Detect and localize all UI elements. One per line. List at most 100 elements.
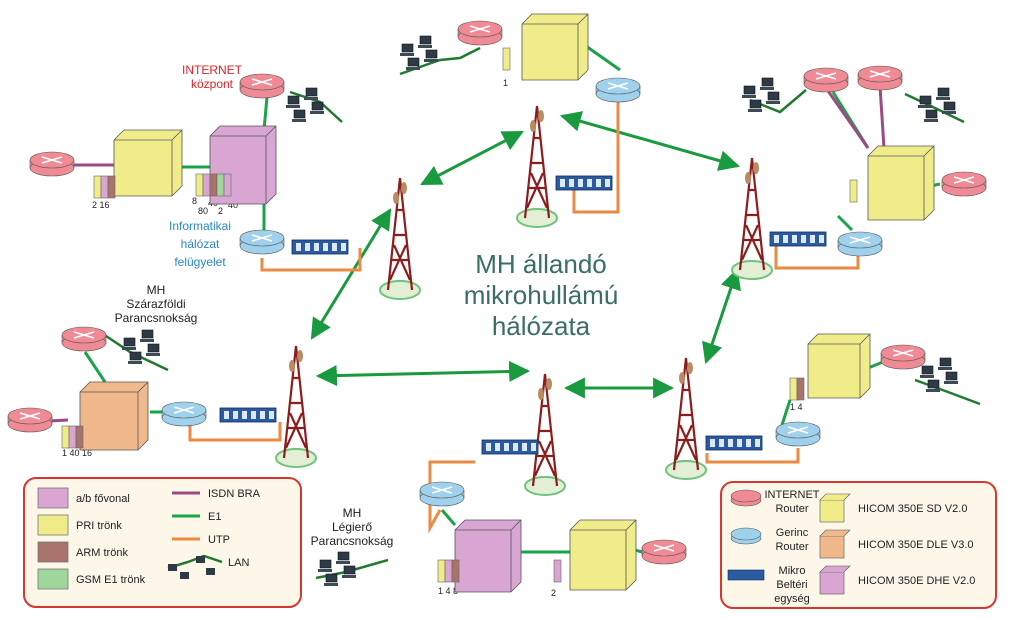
legend-card-label-2: PRI trönk <box>76 520 122 532</box>
legend-card-label-1: a/b fővonal <box>76 493 130 505</box>
legend-device-label-3-1: Mikro <box>779 565 806 577</box>
microwave-links <box>310 111 741 399</box>
microwave-tower-2 <box>516 105 558 228</box>
internet-router-right <box>941 171 987 197</box>
land-command-label-2: Szárazföldi <box>126 297 185 311</box>
ltc-port-label-1: 8 <box>192 196 197 206</box>
legend-pbx-label-2: HICOM 350E DLE V3.0 <box>858 539 974 551</box>
internet-router-top-right-1 <box>803 67 849 93</box>
cards-bottom-2 <box>553 559 562 583</box>
pbx-bottom <box>454 519 522 593</box>
internet-center-label-1: INTERNET <box>182 63 243 77</box>
legend-device-label-2-2: Router <box>775 541 808 553</box>
legend-line-2: E1 <box>172 511 221 523</box>
top-port-label: 1 <box>503 78 508 88</box>
it-monitoring-label-1: Informatikai <box>169 219 231 233</box>
air-command-label-2: Légierő <box>332 520 372 534</box>
air-command-label-3: Parancsnokság <box>311 534 394 548</box>
microwave-tower-6 <box>665 357 707 480</box>
legend-device-1: INTERNET Router <box>730 489 820 515</box>
lan-top-left <box>286 87 324 122</box>
lan-right <box>918 87 956 122</box>
title-line-3: hálózata <box>492 311 591 341</box>
internet-router-top-left <box>239 73 285 99</box>
internet-center-label-2: központ <box>191 77 234 91</box>
devices <box>7 13 987 593</box>
title-line-1: MH állandó <box>475 249 607 279</box>
legend-device-label-3-2: Beltéri <box>776 579 807 591</box>
indoor-unit-bottom <box>481 439 539 455</box>
legend-left-box <box>23 477 302 608</box>
backbone-router-mid-right <box>775 421 821 447</box>
microwave-tower-4 <box>275 345 317 468</box>
site-labels: INTERNET központ Informatikai hálózat fe… <box>115 63 394 548</box>
indoor-unit-it <box>291 239 349 255</box>
ltc-port-label-4: 2 <box>218 206 223 216</box>
pbx-mid-right <box>807 333 871 399</box>
legend-line-label-3: UTP <box>208 534 230 546</box>
legend-pbx-label-3: HICOM 350E DHE V2.0 <box>858 575 975 587</box>
microwave-tower-3 <box>731 157 773 280</box>
cards-right <box>849 179 858 203</box>
pbx-right <box>867 145 935 221</box>
title-line-2: mikrohullámú <box>464 280 619 310</box>
legend-card-4: GSM E1 trönk <box>37 568 146 590</box>
legend-device-label-2-1: Gerinc <box>776 527 809 539</box>
pbx-top <box>521 13 589 81</box>
legend-line-label-2: E1 <box>208 511 221 523</box>
legend-line-label-1: ISDN BRA <box>208 488 261 500</box>
internet-router-top-right-2 <box>857 65 903 91</box>
link-right <box>702 268 741 364</box>
bottom-port-label: 1 4 8 <box>438 586 458 596</box>
lan-top <box>400 35 438 70</box>
microwave-tower-5 <box>524 373 566 496</box>
backbone-router-bottom <box>419 481 465 507</box>
lan-mid-right <box>920 357 958 392</box>
cards-land <box>61 425 84 449</box>
legend-device-label-1-1: INTERNET <box>765 489 820 501</box>
legend-line-1: ISDN BRA <box>172 488 261 500</box>
legend-line-label-4: LAN <box>228 557 249 569</box>
lcs-port-label: 2 16 <box>92 200 110 210</box>
ltc-port-label-2: 80 <box>198 206 208 216</box>
internet-router-top <box>457 20 503 46</box>
legend-right-items: INTERNETRouterGerincRouterMikroBeltérieg… <box>727 489 975 605</box>
link-top-left <box>420 130 524 186</box>
link-middle-left <box>315 360 531 387</box>
ltc-port-label-5: 40 <box>228 200 238 210</box>
legend-device-label-3-3: egység <box>774 593 809 605</box>
cards-bottom <box>437 559 460 583</box>
cards-it <box>195 173 232 197</box>
microwave-tower-1 <box>379 177 421 300</box>
internet-router-left <box>29 151 75 177</box>
pbx-land <box>79 381 149 451</box>
legend-card-label-4: GSM E1 trönk <box>76 574 146 586</box>
legend-right-box <box>720 481 997 609</box>
pbx-left <box>113 129 183 197</box>
link-top-right <box>559 111 741 171</box>
legend-right: INTERNETRouterGerincRouterMikroBeltérieg… <box>720 481 997 609</box>
legend-card-3: ARM trönk <box>37 541 128 563</box>
bottom-c-port-label: 2 <box>551 588 556 598</box>
legend-pbx-1: HICOM 350E SD V2.0 <box>819 493 967 523</box>
towers <box>275 105 773 496</box>
legend-pbx-3: HICOM 350E DHE V2.0 <box>819 565 975 595</box>
legend-pbx-label-1: HICOM 350E SD V2.0 <box>858 503 967 515</box>
indoor-unit-right <box>769 231 827 247</box>
it-monitoring-label-2: hálózat <box>181 237 220 251</box>
legend-device-label-1-2: Router <box>775 503 808 515</box>
indoor-unit-mid-right <box>705 435 763 451</box>
backbone-router-right <box>837 231 883 257</box>
backbone-router-top <box>595 77 641 103</box>
cards-top <box>502 47 511 71</box>
legend-card-2: PRI trönk <box>37 514 122 536</box>
backbone-router-it <box>239 229 285 255</box>
right-port-label: 1 4 <box>790 402 803 412</box>
indoor-unit-land <box>219 407 277 423</box>
land-command-label-1: MH <box>147 283 166 297</box>
